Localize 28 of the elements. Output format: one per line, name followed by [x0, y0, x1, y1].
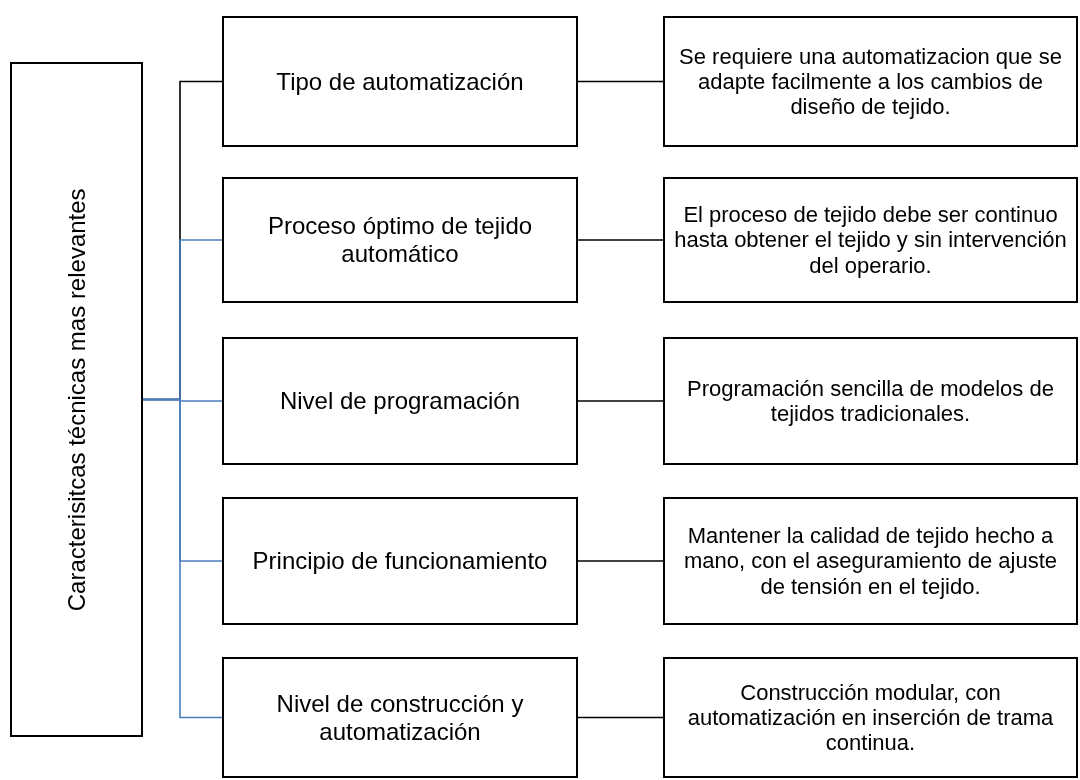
- box-text: Nivel de construcción y automatización: [275, 689, 525, 746]
- connector-line: [577, 239, 664, 241]
- text-box: [663, 16, 1078, 147]
- connector-line: [142, 398, 223, 719]
- box-text: Programación sencilla de modelos de tejidos tradicionales.: [686, 375, 1055, 427]
- text-box: [222, 657, 578, 778]
- box-text: Se requiere una automatizacion que se adapte facilmente a los cambios de diseño de tejido.: [678, 43, 1063, 120]
- box-text: Mantener la calidad de tejido hecho a mano, con el aseguramiento de ajuste de tensión en el tejido.: [683, 523, 1058, 599]
- connector-line: [577, 400, 664, 402]
- text-box: [663, 497, 1078, 625]
- text-box: [663, 657, 1078, 778]
- box-text: Principio de funcionamiento: [252, 547, 548, 575]
- text-box: [222, 177, 578, 303]
- heading-text: Caracterisitcas técnicas mas relevantes: [62, 188, 91, 611]
- connector-line: [577, 716, 664, 719]
- text-box: [222, 16, 578, 147]
- text-box: [222, 497, 578, 625]
- box-text: Tipo de automatización: [276, 67, 524, 96]
- text-box: [222, 337, 578, 465]
- box-text: Proceso óptimo de tejido automático: [266, 212, 534, 268]
- connector-line: [577, 80, 664, 83]
- root-box: [10, 62, 143, 737]
- box-text: Nivel de programación: [279, 387, 521, 415]
- connector-line: [577, 560, 664, 562]
- text-box: [663, 177, 1078, 303]
- box-text: El proceso de tejido debe ser continuo hasta obtener el tejido y sin intervención del operario.: [673, 202, 1068, 278]
- text-box: [663, 337, 1078, 465]
- box-text: Construcción modular, con automatización en inserción de trama continua.: [686, 679, 1055, 756]
